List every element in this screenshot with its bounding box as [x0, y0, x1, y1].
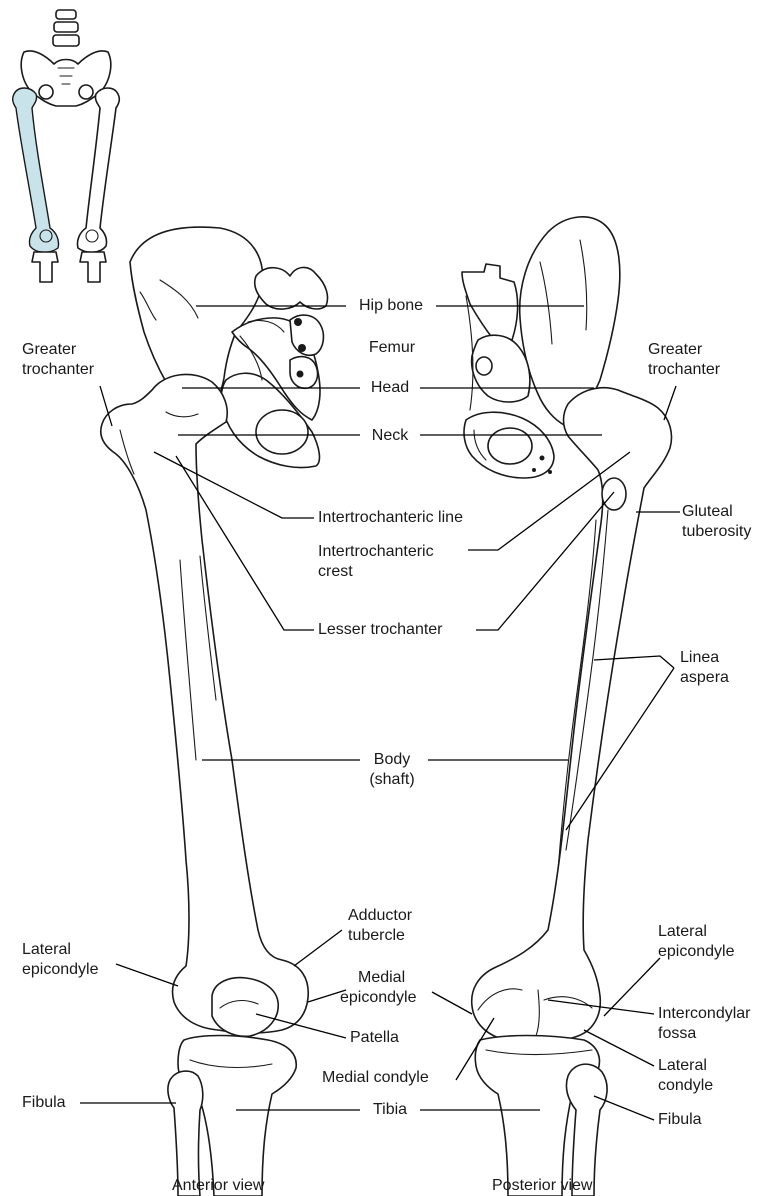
label-head: Head: [360, 378, 420, 398]
label-lateral-epicondyle-right: Lateral epicondyle: [658, 922, 735, 962]
thumbnail-femur-other: [77, 88, 119, 252]
label-patella: Patella: [350, 1028, 399, 1048]
anterior-femur: [101, 374, 308, 1036]
label-intertrochanteric-crest: Intertrochanteric crest: [318, 542, 434, 582]
posterior-tibia-fibula: [475, 1036, 607, 1196]
label-body-shaft: Body (shaft): [352, 750, 432, 790]
label-intertrochanteric-line: Intertrochanteric line: [318, 508, 463, 528]
label-linea-aspera: Linea aspera: [680, 648, 729, 688]
label-greater-trochanter-right: Greater trochanter: [648, 340, 720, 380]
anterior-tibia-fibula: [168, 1036, 296, 1196]
label-medial-condyle: Medial condyle: [322, 1068, 429, 1088]
anterior-view-caption: Anterior view: [172, 1176, 264, 1196]
orientation-thumbnail: [13, 10, 120, 282]
label-fibula-left: Fibula: [22, 1093, 66, 1113]
label-tibia: Tibia: [360, 1100, 420, 1120]
label-femur: Femur: [356, 338, 428, 358]
label-lateral-epicondyle-left: Lateral epicondyle: [22, 940, 99, 980]
posterior-femur: [472, 388, 672, 1043]
label-lesser-trochanter: Lesser trochanter: [318, 620, 443, 640]
label-fibula-right: Fibula: [658, 1110, 702, 1130]
label-gluteal-tuberosity: Gluteal tuberosity: [682, 502, 751, 542]
label-hip-bone: Hip bone: [346, 296, 436, 316]
label-neck: Neck: [360, 426, 420, 446]
posterior-view-caption: Posterior view: [492, 1176, 592, 1196]
thumbnail-femur-highlight: [13, 88, 59, 252]
label-adductor-tubercle: Adductor tubercle: [348, 906, 412, 946]
label-medial-epicondyle: Medial epicondyle: [340, 968, 417, 1008]
label-greater-trochanter-left: Greater trochanter: [22, 340, 94, 380]
label-lateral-condyle: Lateral condyle: [658, 1056, 713, 1096]
thumbnail-spine: [53, 10, 79, 46]
label-intercondylar-fossa: Intercondylar fossa: [658, 1004, 751, 1044]
